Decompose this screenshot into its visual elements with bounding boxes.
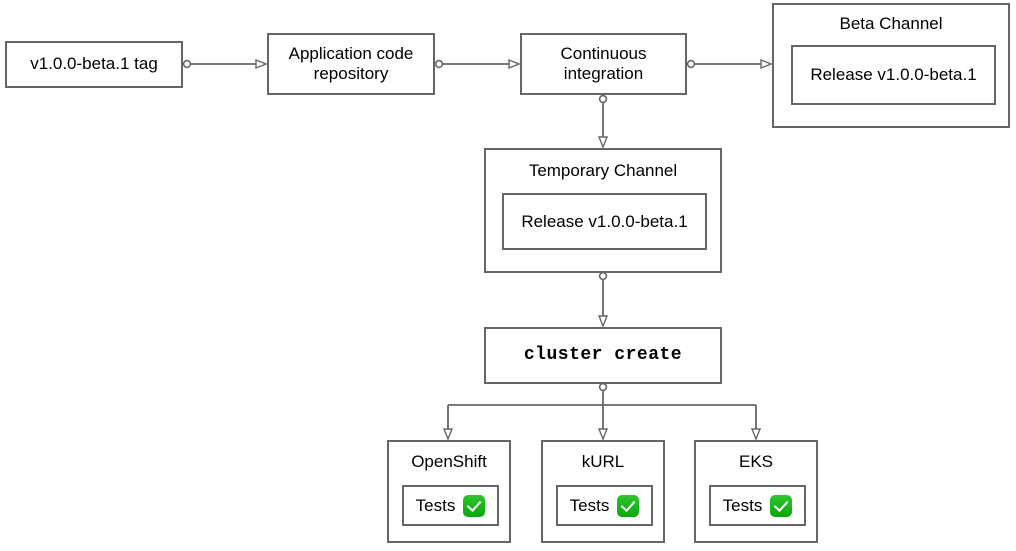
openshift-tests-label: Tests — [415, 495, 456, 515]
edge-cluster-create-to-targets — [448, 382, 756, 438]
green-check-icon — [770, 494, 793, 517]
beta-channel-release-box[interactable]: Release v1.0.0-beta.1 — [791, 45, 996, 105]
kurl-tests-label: Tests — [569, 495, 610, 515]
node-cluster-create-label: cluster create — [523, 344, 683, 365]
node-cluster-create[interactable]: cluster create — [484, 327, 722, 384]
eks-tests-box[interactable]: Tests — [709, 485, 806, 526]
openshift-tests-box[interactable]: Tests — [402, 485, 499, 526]
group-target-kurl[interactable]: kURL Tests — [541, 440, 665, 543]
edge-tag-to-repo — [182, 61, 265, 68]
group-target-eks-title: EKS — [738, 452, 774, 471]
green-check-icon — [617, 494, 640, 517]
group-target-eks[interactable]: EKS Tests — [694, 440, 818, 543]
temporary-channel-release-label: Release v1.0.0-beta.1 — [521, 211, 688, 231]
group-target-kurl-title: kURL — [581, 452, 625, 471]
edge-ci-to-beta-channel — [686, 61, 770, 68]
node-tag[interactable]: v1.0.0-beta.1 tag — [5, 41, 183, 88]
group-target-openshift-title: OpenShift — [411, 452, 487, 471]
group-target-openshift[interactable]: OpenShift Tests — [387, 440, 511, 543]
edge-repo-to-ci — [434, 61, 518, 68]
node-continuous-integration-label: Continuous integration — [560, 43, 647, 83]
group-beta-channel-title: Beta Channel — [839, 14, 943, 33]
node-continuous-integration[interactable]: Continuous integration — [520, 33, 687, 95]
beta-channel-release-label: Release v1.0.0-beta.1 — [810, 65, 977, 84]
eks-tests-label: Tests — [722, 495, 763, 515]
node-tag-label: v1.0.0-beta.1 tag — [30, 54, 158, 74]
green-check-icon — [463, 494, 486, 517]
temporary-channel-release-box[interactable]: Release v1.0.0-beta.1 — [502, 193, 707, 250]
kurl-tests-box[interactable]: Tests — [556, 485, 653, 526]
group-temporary-channel[interactable]: Temporary Channel Release v1.0.0-beta.1 — [484, 148, 722, 273]
node-application-code-repository-label: Application code repository — [288, 43, 414, 83]
group-temporary-channel-title: Temporary Channel — [528, 161, 678, 180]
edge-ci-to-temporary-channel — [600, 94, 607, 146]
node-application-code-repository[interactable]: Application code repository — [267, 33, 435, 95]
edge-temporary-channel-to-cluster-create — [600, 271, 607, 325]
group-beta-channel[interactable]: Beta Channel Release v1.0.0-beta.1 — [772, 3, 1010, 128]
